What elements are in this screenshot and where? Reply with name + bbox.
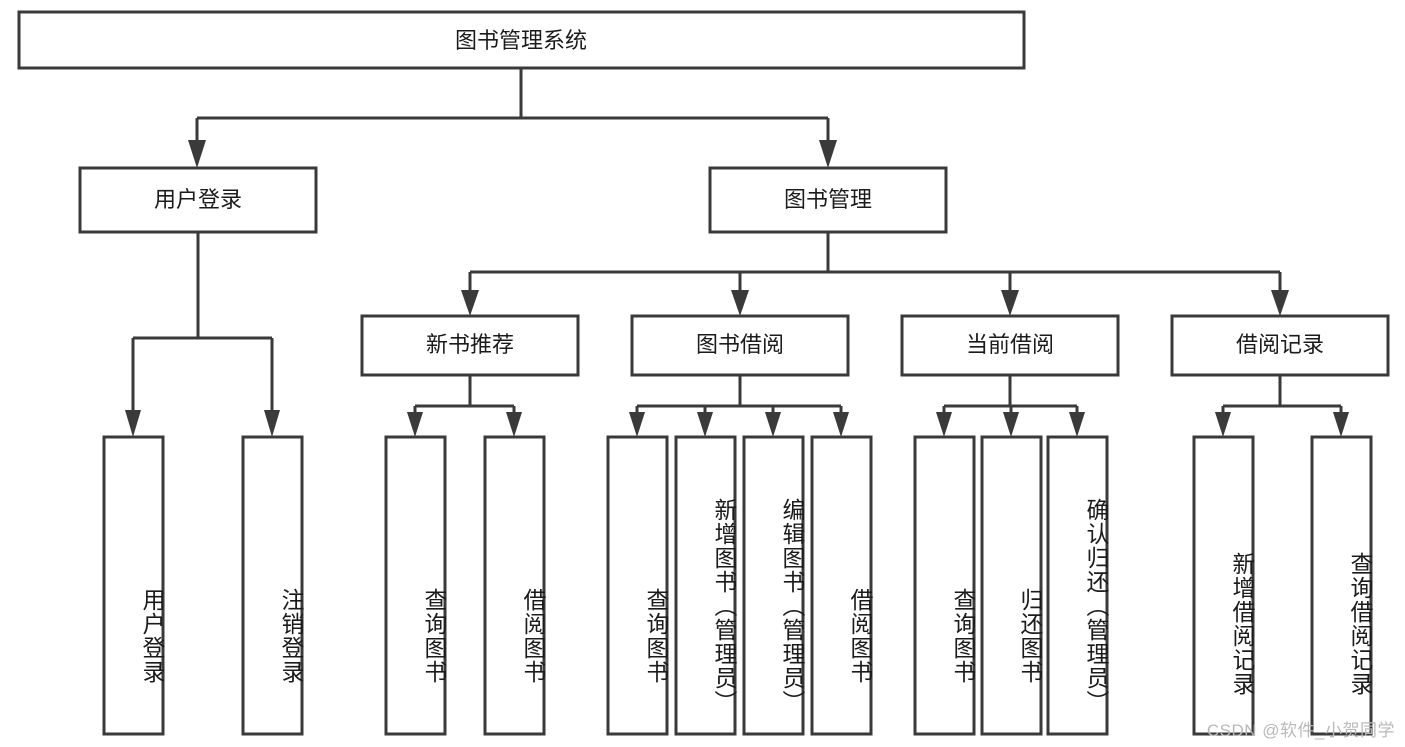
node-borrow-record-label: 借阅记录: [1236, 332, 1324, 357]
node-new-book-recommend-label: 新书推荐: [426, 332, 514, 357]
leaf-box-book-borrow-2[interactable]: [742, 435, 805, 736]
node-root[interactable]: 图书管理系统: [17, 10, 1026, 70]
csdn-watermark: CSDN @软件_小贺同学: [1206, 721, 1395, 740]
node-user-login-label: 用户登录: [154, 187, 242, 212]
leaf-box-book-borrow-0[interactable]: [606, 435, 669, 736]
leaf-box-current-borrow-1[interactable]: [980, 435, 1043, 736]
node-book-management[interactable]: 图书管理: [708, 166, 948, 234]
connector-newbook-to-leaves: [407, 375, 522, 437]
connector-userlogin-to-leaves: [125, 232, 280, 437]
connector-borrowrecord-to-leaves: [1215, 375, 1349, 437]
leaf-box-borrow-record-1[interactable]: [1310, 435, 1373, 736]
leaf-box-new-book-0[interactable]: [384, 435, 447, 736]
connector-currentborrow-to-leaves: [936, 375, 1085, 437]
leaf-box-user-login-0[interactable]: [102, 435, 165, 736]
connector-bookborrow-to-leaves: [629, 375, 849, 437]
leaf-box-current-borrow-0[interactable]: [913, 435, 976, 736]
connector-bookmgmt-to-level3: [461, 232, 1289, 316]
leaf-box-user-login-1[interactable]: [241, 435, 304, 736]
leaf-box-borrow-record-0[interactable]: [1192, 435, 1255, 736]
leaf-box-new-book-1[interactable]: [483, 435, 546, 736]
leaf-box-book-borrow-3[interactable]: [810, 435, 873, 736]
connector-root-to-level2: [188, 68, 837, 168]
node-new-book-recommend[interactable]: 新书推荐: [360, 314, 580, 377]
node-book-borrow-label: 图书借阅: [696, 332, 784, 357]
node-current-borrow[interactable]: 当前借阅: [900, 314, 1120, 377]
node-borrow-record[interactable]: 借阅记录: [1170, 314, 1390, 377]
node-current-borrow-label: 当前借阅: [966, 332, 1054, 357]
node-user-login[interactable]: 用户登录: [78, 166, 318, 234]
node-root-label: 图书管理系统: [455, 28, 587, 53]
leaf-box-book-borrow-1[interactable]: [674, 435, 737, 736]
node-book-management-label: 图书管理: [784, 187, 872, 212]
leaf-box-current-borrow-2[interactable]: [1046, 435, 1109, 736]
node-book-borrow[interactable]: 图书借阅: [630, 314, 850, 377]
